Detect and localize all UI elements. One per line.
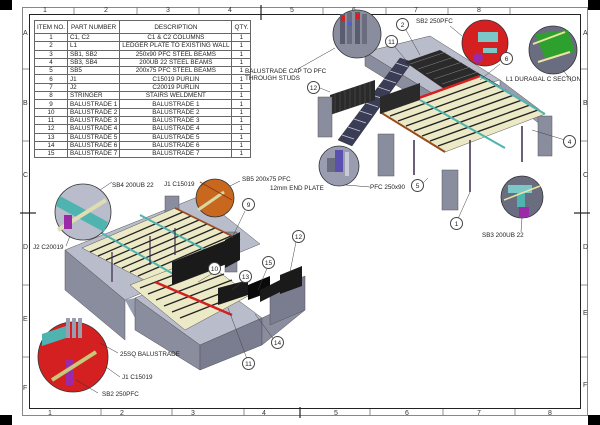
callout-balustrade-cap-line2: THROUGH STUDS — [245, 75, 300, 82]
callout-12mm-end-plate: 12mm END PLATE — [270, 185, 324, 192]
zone-col-1: 1 — [43, 7, 47, 14]
balustrade-12 — [280, 266, 302, 294]
zone-row-a-right: A — [583, 30, 588, 37]
callout-balustrade-cap-line1: BALUSTRADE CAP TO PFC — [245, 68, 327, 75]
callout-sb4-200ub22: SB4 200UB 22 — [112, 182, 154, 189]
balloon-item-2: 2 — [396, 18, 409, 31]
bom-part-number: BALUSTRADE 7 — [66, 149, 121, 159]
sheet-border-outer — [22, 7, 588, 416]
zone-row-c: C — [23, 172, 29, 179]
zone-row-a: A — [23, 30, 28, 37]
callout-25sq-balustrade: 25SQ BALUSTRADE — [120, 351, 180, 358]
registration-mark-top-right — [588, 0, 600, 10]
pier — [441, 169, 459, 211]
balloon-item-6: 6 — [500, 52, 513, 65]
zone-col-5: 5 — [290, 7, 294, 14]
detail-sb2-bottom — [37, 318, 109, 393]
callout-j1-c15019-bottom: J1 C15019 — [122, 374, 153, 381]
balustrade-10 — [172, 238, 232, 285]
zone-col-1-bottom: 1 — [48, 410, 52, 417]
callout-sb3-200ub22: SB3 200UB 22 — [482, 232, 524, 239]
ub-beam-teal — [419, 99, 506, 149]
detail-sb4 — [54, 183, 112, 241]
pfc-beam-red — [154, 280, 233, 317]
zone-col-7: 7 — [414, 7, 418, 14]
bom-description: BALUSTRADE 7 — [119, 149, 233, 159]
ub-beam-teal — [139, 214, 216, 256]
sb5-beam-brown — [174, 207, 241, 241]
callout-pfc-250x90: PFC 250x90 — [370, 184, 406, 191]
zone-row-c-right: C — [583, 172, 589, 179]
zone-row-d: D — [23, 244, 29, 251]
registration-mark-bottom-right — [588, 415, 600, 425]
zone-col-3: 3 — [166, 7, 170, 14]
bom-header-part-number: PART NUMBER — [66, 20, 121, 34]
zone-col-8-bottom: 8 — [548, 410, 552, 417]
balloon-item-13: 13 — [239, 270, 252, 283]
balloon-item-11: 11 — [242, 357, 255, 370]
registration-mark-bottom-left — [0, 415, 12, 425]
registration-mark-top-left — [0, 0, 12, 10]
zone-col-2-bottom: 2 — [120, 410, 124, 417]
zone-row-f: F — [23, 385, 28, 392]
zone-row-b-right: B — [583, 100, 588, 107]
balustrade-back — [380, 83, 420, 114]
zone-row-e: E — [23, 316, 28, 323]
zone-col-2: 2 — [104, 7, 108, 14]
balustrade-13 — [218, 280, 248, 305]
zone-col-6-bottom: 6 — [405, 410, 409, 417]
balloon-item-1: 1 — [450, 217, 463, 230]
balloon-item-10: 10 — [208, 262, 221, 275]
balloon-item-15: 15 — [262, 256, 275, 269]
zone-col-3-bottom: 3 — [191, 410, 195, 417]
zone-col-4: 4 — [228, 7, 232, 14]
callout-sb2-250pfc-top: SB2 250PFC — [416, 18, 453, 25]
detail-end-plate — [318, 145, 360, 187]
bom-qty: 1 — [231, 149, 252, 159]
zone-col-5-bottom: 5 — [334, 410, 338, 417]
zone-row-b: B — [23, 100, 28, 107]
pier — [377, 133, 395, 177]
zone-row-e-right: E — [583, 310, 588, 317]
callout-j1-c15019-top: J1 C15019 — [164, 181, 195, 188]
callout-sb2-250pfc-bottom: SB2 250PFC — [102, 391, 139, 398]
balustrade-9 — [225, 232, 240, 268]
sb5-beam-brown — [379, 111, 446, 153]
callout-sb5-200x75pfc: SB5 200x75 PFC — [242, 176, 291, 183]
sheet-border-inner — [29, 14, 581, 409]
balloon-item-12: 12 — [292, 230, 305, 243]
detail-sb2-top — [461, 19, 509, 67]
zone-col-4-bottom: 4 — [262, 410, 266, 417]
detail-balustrade-cap — [332, 9, 382, 59]
ub-beam-teal — [479, 75, 546, 115]
balustrade-12-top-view — [330, 80, 375, 115]
balloon-item-5: 5 — [411, 179, 424, 192]
detail-j1-sb5 — [195, 178, 235, 218]
balloon-item-4: 4 — [563, 135, 576, 148]
balloon-item-14: 14 — [271, 336, 284, 349]
zone-row-d-right: D — [583, 244, 589, 251]
zone-col-8: 8 — [477, 7, 481, 14]
detail-sb3 — [500, 175, 544, 219]
balloon-item-9: 9 — [242, 198, 255, 211]
ub-beam-teal — [99, 231, 176, 276]
balloon-item-12: 12 — [307, 81, 320, 94]
callout-l1-duragal: L1 DURAGAL C SECTION — [506, 76, 581, 83]
detail-l1-duragal — [528, 25, 578, 75]
zone-col-7-bottom: 7 — [477, 410, 481, 417]
zone-row-f-right: F — [583, 382, 588, 389]
pier — [317, 96, 333, 138]
balloon-item-11: 11 — [385, 35, 398, 48]
base-wall-left — [64, 249, 126, 341]
bom-header-row: ITEM NO. PART NUMBER DESCRIPTION QTY. — [34, 20, 252, 34]
callout-j2-c20019: J2 C20019 — [33, 244, 64, 251]
